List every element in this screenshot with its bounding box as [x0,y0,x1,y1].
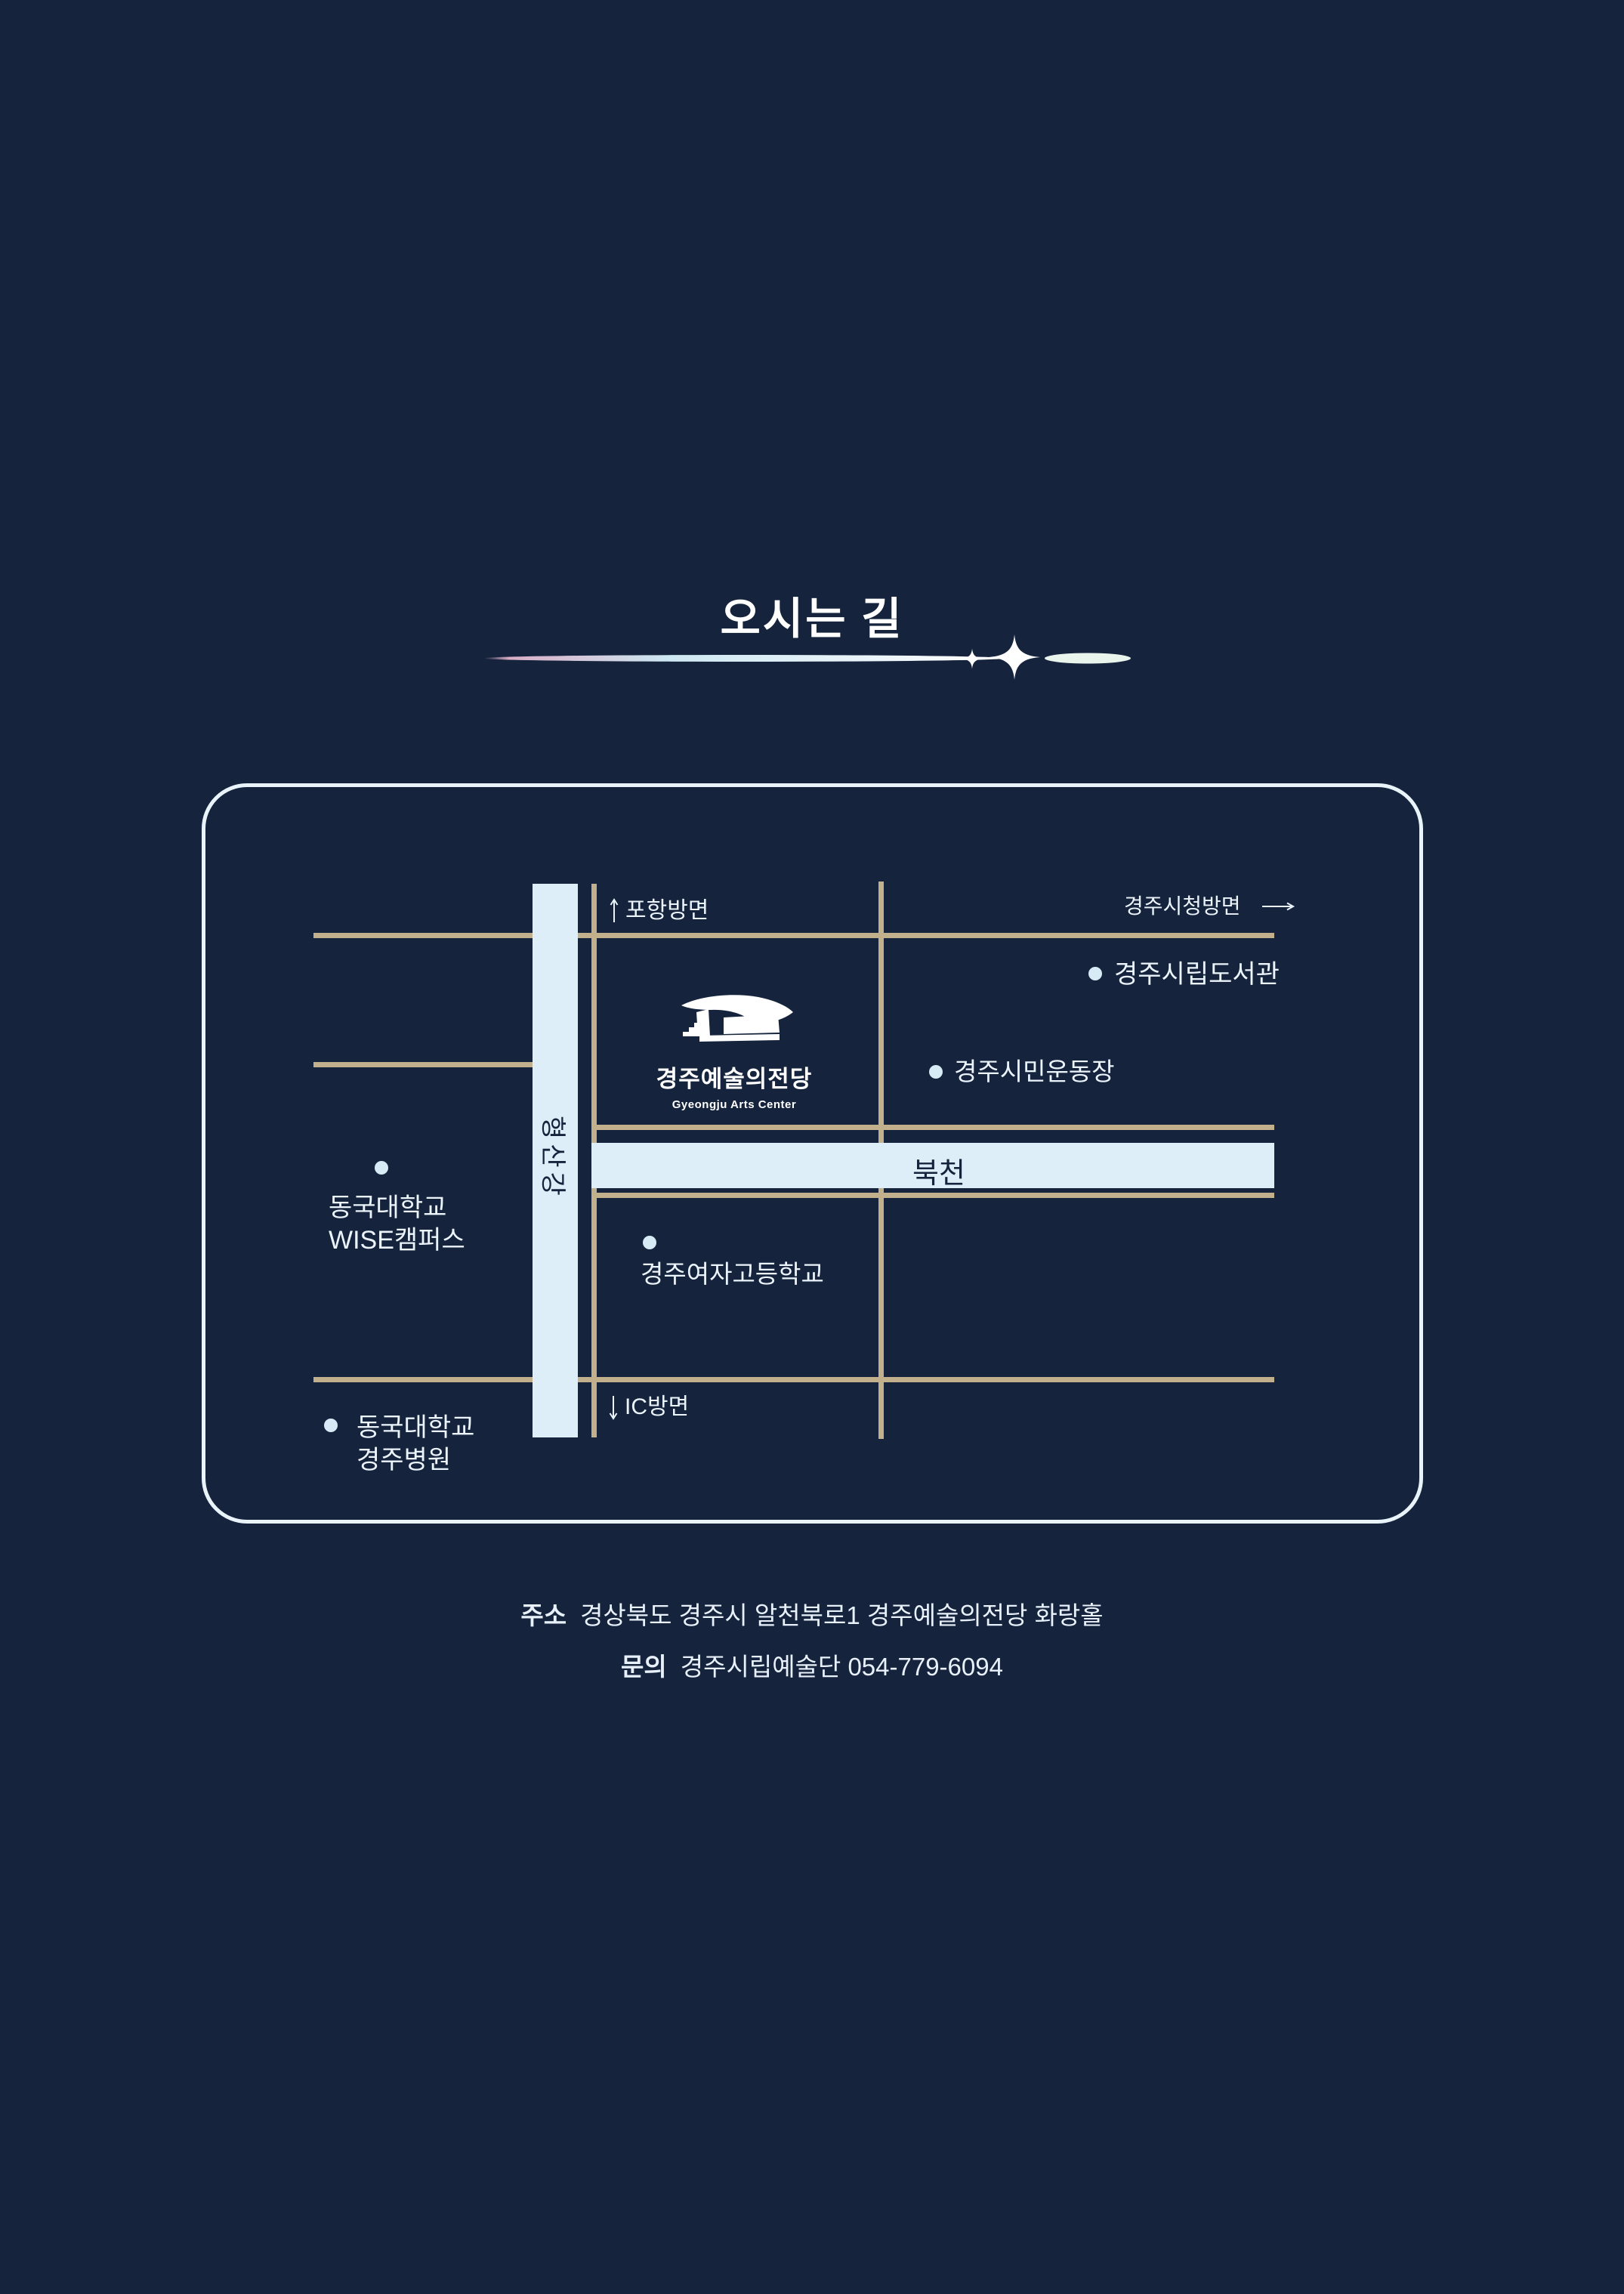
road-bottom [313,1377,1274,1382]
arrow-right-icon [1261,902,1295,911]
direction-south: IC방면 [608,1394,689,1421]
hyeongsan-river-label: 형산강 [538,1115,567,1200]
bukcheon-river [591,1143,1274,1188]
direction-north: 포항방면 [609,897,709,925]
wise-campus-label: 동국대학교 WISE캠퍼스 [329,1192,465,1257]
road-riverside-north [594,1125,1274,1130]
hospital-label: 동국대학교 경주병원 [357,1412,474,1477]
road-riverside-south [594,1193,1274,1198]
road-top [313,933,1274,938]
direction-north-label: 포항방면 [625,898,709,923]
map-panel: 형산강 북천 포항방면 경주시청방면 IC방면 경주예술 [202,783,1423,1524]
page-title: 오시는 길 [720,594,904,644]
big-star-icon [989,634,1040,680]
arts-center-marker: 경주예술의전당 Gyeongju Arts Center [628,990,840,1111]
hyeongsan-river [533,884,578,1437]
bukcheon-river-label: 북천 [912,1158,965,1190]
hospital-label-line2: 경주병원 [357,1446,452,1474]
hospital-label-line1: 동국대학교 [357,1413,475,1442]
arrow-up-icon [610,898,619,922]
stadium-label: 경주시민운동장 [954,1057,1115,1085]
address-label: 주소 [520,1601,567,1629]
contact-value: 경주시립예술단 054-779-6094 [680,1653,1003,1681]
library-label: 경주시립도서관 [1114,960,1280,989]
stadium-dot [929,1065,943,1079]
small-star-icon [960,648,984,669]
direction-south-label: IC방면 [625,1394,690,1419]
hospital-dot [324,1419,338,1432]
road-mid-left [313,1062,578,1067]
address-line: 주소 경상북도 경주시 알천북로1 경주예술의전당 화랑홀 [0,1595,1624,1632]
arts-center-name-ko: 경주예술의전당 [656,1066,813,1092]
address-value: 경상북도 경주시 알천북로1 경주예술의전당 화랑홀 [580,1601,1104,1629]
contact-label: 문의 [621,1653,667,1681]
direction-east: 경주시청방면 [1124,894,1295,919]
library-dot [1088,967,1102,980]
direction-east-label: 경주시청방면 [1124,894,1241,918]
girls-high-dot [643,1236,656,1249]
girls-high-label: 경주여자고등학교 [641,1260,824,1288]
contact-line: 문의 경주시립예술단 054-779-6094 [0,1647,1624,1683]
arts-center-building-icon [681,995,793,1042]
wise-campus-dot [375,1161,388,1175]
sparkle-divider [483,634,1131,680]
arts-center-name-en: Gyeongju Arts Center [672,1098,797,1111]
divider-line [483,655,1005,662]
wise-campus-label-line2: WISE캠퍼스 [329,1226,465,1255]
wise-campus-label-line1: 동국대학교 [329,1193,447,1222]
divider-streak [1045,653,1131,664]
arrow-down-icon [609,1396,618,1420]
